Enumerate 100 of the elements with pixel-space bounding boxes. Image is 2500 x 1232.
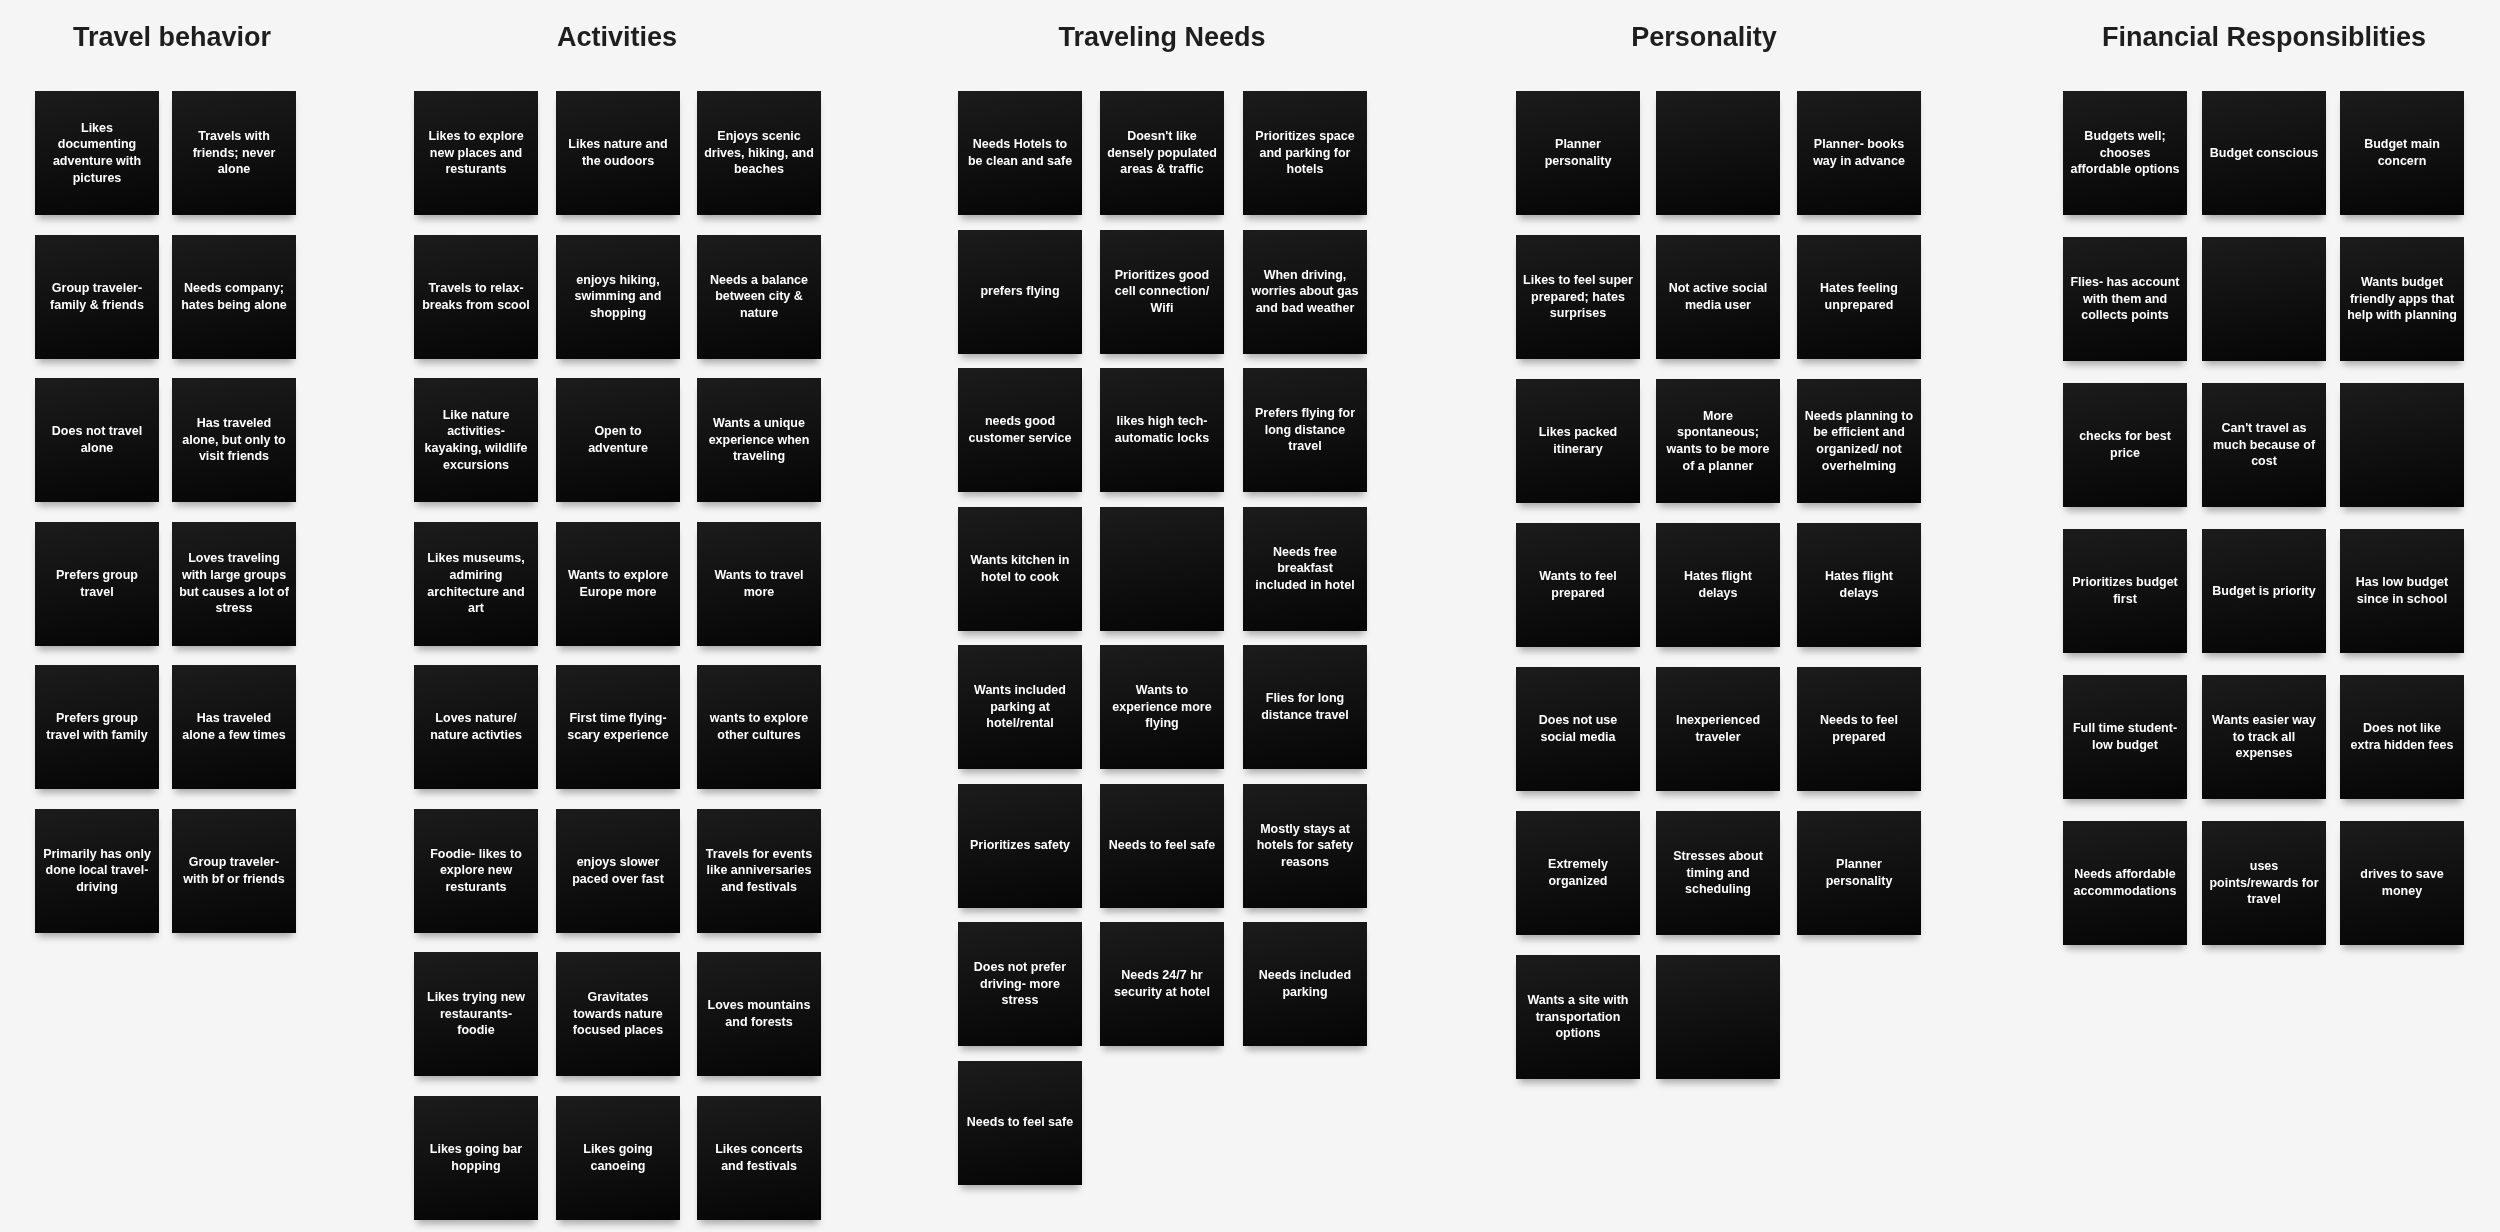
note-text: Not active social media user <box>1667 280 1769 314</box>
sticky-note <box>697 234 821 359</box>
note-text: Group traveler- with bf or friends <box>182 853 286 888</box>
sticky-note <box>2063 237 2187 361</box>
sticky-note <box>1243 645 1367 769</box>
sticky-note <box>697 378 821 502</box>
sticky-note <box>172 521 296 646</box>
note-text: Budget is priority <box>2212 582 2316 600</box>
note-text: Needs free breakfast included in hotel <box>1254 543 1356 594</box>
sticky-note <box>35 91 159 215</box>
sticky-note <box>2063 675 2187 799</box>
note-text: prefers flying <box>980 283 1060 300</box>
sticky-note <box>1797 523 1921 647</box>
sticky-note <box>414 521 538 646</box>
note-text: Needs company; hates being alone <box>180 279 288 314</box>
note-text: Loves traveling with large groups but causes a lot of stress <box>179 550 289 617</box>
note-text: uses points/rewards for travel <box>2209 858 2319 908</box>
sticky-note <box>1516 955 1640 1079</box>
sticky-note <box>1516 91 1640 215</box>
sticky-note <box>172 91 296 215</box>
note-text: checks for best price <box>2078 428 2172 462</box>
note-text: Prioritizes good cell connection/ Wifi <box>1113 266 1211 317</box>
note-text: Planner personality <box>1543 136 1613 170</box>
column-heading: Activities <box>556 22 678 53</box>
sticky-note <box>1100 91 1224 215</box>
sticky-note <box>556 521 680 646</box>
sticky-note <box>35 665 159 789</box>
sticky-note <box>697 1095 821 1220</box>
note-text: Wants included parking at hotel/rental <box>973 682 1067 732</box>
sticky-note <box>1797 91 1921 215</box>
sticky-note <box>556 378 680 502</box>
sticky-note <box>172 378 296 502</box>
sticky-note <box>2063 91 2187 215</box>
sticky-note <box>414 665 538 789</box>
sticky-note <box>556 1095 680 1220</box>
note-text: Budget main concern <box>2363 136 2441 170</box>
sticky-note <box>35 808 159 933</box>
note-text: Wants to experience more flying <box>1111 682 1213 732</box>
note-text: Travels for events like anniversaries and festivals <box>704 845 814 896</box>
sticky-note <box>2340 237 2464 361</box>
sticky-note <box>2202 237 2326 361</box>
sticky-note <box>1243 922 1367 1046</box>
note-text: Needs included parking <box>1257 967 1353 1001</box>
note-text: Travels with friends; never alone <box>191 128 277 178</box>
sticky-note <box>1100 922 1224 1046</box>
note-text: Likes nature and the oudoors <box>567 136 669 170</box>
column-heading: Financial Responsiblities <box>2101 22 2427 53</box>
note-text: Likes concerts and festivals <box>714 1140 804 1175</box>
note-text: When driving, worries about gas and bad weather <box>1250 266 1360 317</box>
sticky-note <box>556 952 680 1076</box>
note-text: Does not use social media <box>1537 712 1619 746</box>
note-text: Foodie- likes to explore new resturants <box>429 845 523 896</box>
sticky-note <box>414 952 538 1076</box>
sticky-note <box>2202 383 2326 507</box>
note-text: Primarily has only done local travel- driving <box>42 845 152 896</box>
sticky-note <box>414 378 538 502</box>
note-text: Budget conscious <box>2209 144 2319 162</box>
note-text: Wants to travel more <box>713 566 805 601</box>
note-text: Wants a unique experience when traveling <box>707 415 811 465</box>
sticky-note <box>1516 667 1640 791</box>
note-text: Full time student- low budget <box>2071 720 2179 754</box>
note-text: Wants kitchen in hotel to cook <box>969 551 1071 586</box>
sticky-note <box>1243 506 1367 631</box>
sticky-note <box>2340 675 2464 799</box>
sticky-note <box>1243 91 1367 215</box>
sticky-note <box>1516 811 1640 935</box>
sticky-note <box>2202 821 2326 945</box>
sticky-note <box>172 234 296 359</box>
note-text: Prefers group travel <box>55 566 139 601</box>
sticky-note <box>958 922 1082 1046</box>
note-text: Likes going bar hopping <box>428 1140 524 1175</box>
sticky-note <box>2202 529 2326 653</box>
note-text: drives to save money <box>2359 866 2445 900</box>
sticky-note <box>958 368 1082 492</box>
note-text: Needs a balance between city & nature <box>709 271 809 322</box>
note-text: Prioritizes space and parking for hotels <box>1254 128 1356 178</box>
sticky-note <box>697 952 821 1076</box>
sticky-note <box>697 665 821 789</box>
note-text: enjoys hiking, swimming and shopping <box>573 271 663 322</box>
sticky-note <box>172 808 296 933</box>
note-text: Stresses about timing and scheduling <box>1672 848 1764 898</box>
note-text: Can't travel as much because of cost <box>2211 420 2317 470</box>
note-text: Extremely organized <box>1547 856 1609 890</box>
note-text: Needs to feel safe <box>1108 837 1216 854</box>
sticky-note <box>1656 667 1780 791</box>
sticky-note <box>1656 91 1780 215</box>
sticky-note <box>1656 379 1780 503</box>
sticky-note <box>556 234 680 359</box>
note-text: Needs to feel safe <box>966 1114 1074 1131</box>
note-text: Hates flight delays <box>1682 568 1754 602</box>
note-text: Budgets well; chooses affordable options <box>2070 128 2180 178</box>
sticky-note <box>1656 811 1780 935</box>
note-text: Likes museums, admiring architecture and art <box>426 550 526 617</box>
note-text: Prioritizes safety <box>969 837 1070 854</box>
note-text: Has traveled alone, but only to visit friends <box>181 415 287 465</box>
note-text: Wants budget friendly apps that help with planning <box>2347 274 2457 324</box>
sticky-note <box>1100 229 1224 354</box>
sticky-note <box>958 783 1082 908</box>
sticky-note <box>414 91 538 215</box>
sticky-note <box>1797 379 1921 503</box>
